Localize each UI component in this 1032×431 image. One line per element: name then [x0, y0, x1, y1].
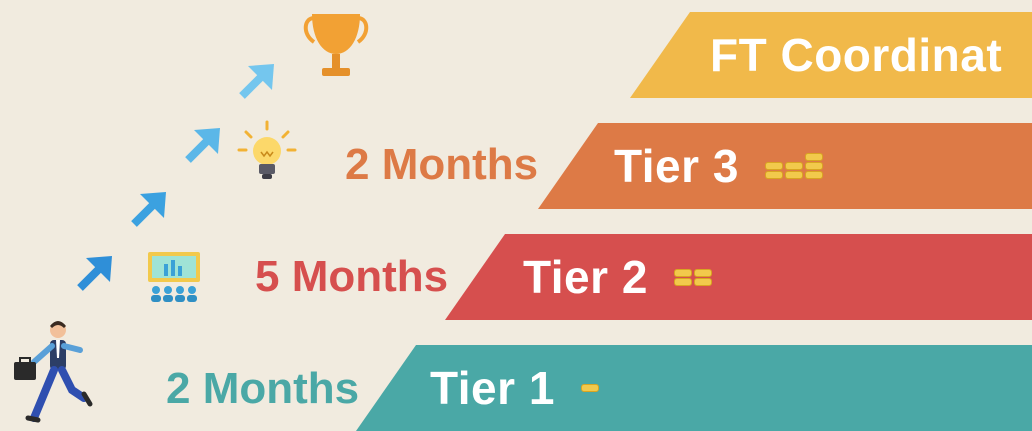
- tier3-label: Tier 3: [614, 140, 739, 192]
- up-arrow-icon: [77, 256, 112, 291]
- tier1-coins-icon: [580, 384, 599, 392]
- tier3-duration: 2 Months: [345, 140, 539, 189]
- tier3-coins-icon: [764, 153, 823, 179]
- final-stage-label: FT Coordinat: [710, 29, 1003, 81]
- trophy-icon: [303, 14, 369, 76]
- tier3-band: Tier 3: [538, 123, 1032, 209]
- tier2-band: Tier 2: [445, 234, 1032, 320]
- tier2-coins-icon: [673, 268, 712, 286]
- tier2-duration: 5 Months: [255, 252, 449, 301]
- tier1-duration: 2 Months: [166, 364, 360, 413]
- up-arrow-icon: [239, 64, 274, 99]
- tier1-label: Tier 1: [430, 362, 555, 414]
- climbing-person-icon: [14, 321, 93, 423]
- presentation-board-icon: [148, 252, 200, 302]
- up-arrow-icon: [131, 192, 166, 227]
- tier1-band: Tier 1: [356, 345, 1032, 431]
- lightbulb-icon: [237, 120, 297, 179]
- tier2-label: Tier 2: [523, 251, 648, 303]
- final-stage-band: FT Coordinat: [630, 12, 1032, 98]
- up-arrow-icon: [185, 128, 220, 163]
